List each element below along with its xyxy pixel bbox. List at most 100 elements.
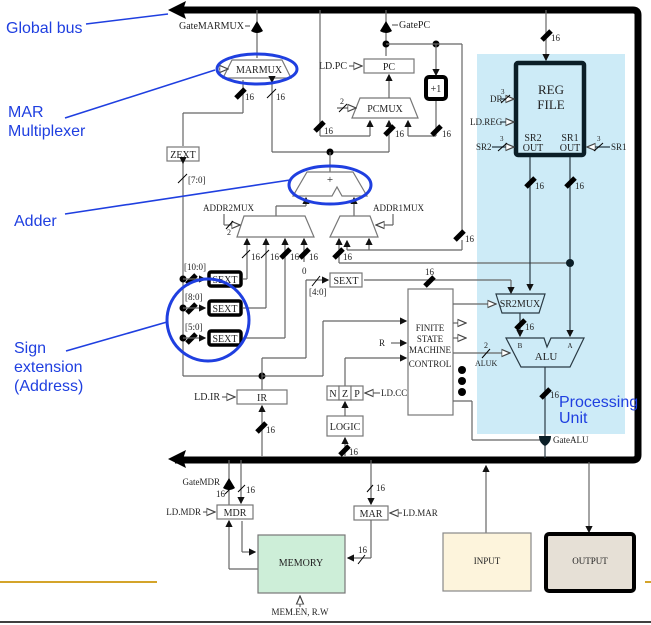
- sign-extension-annotation: (Address): [14, 378, 83, 395]
- output-device: OUTPUT: [544, 532, 636, 593]
- sext-8-0: SEXT [8:0]: [179, 292, 266, 317]
- width-label: 16: [465, 234, 475, 244]
- p-flag: P: [354, 389, 360, 400]
- gate-marmux-label: GateMARMUX: [179, 21, 245, 32]
- width-label: 16: [551, 33, 561, 43]
- fsm-label: MACHINE: [409, 345, 452, 355]
- ld-mar-label: LD.MAR: [403, 508, 438, 518]
- width-label: 16: [270, 252, 280, 262]
- aluk-label: ALUK: [475, 359, 497, 368]
- alu-input-a-label: A: [567, 342, 572, 350]
- ir-label: IR: [257, 393, 267, 404]
- width-label: 2: [484, 341, 488, 350]
- gate-pc-label: GatePC: [399, 20, 430, 31]
- width-label: 2: [227, 228, 231, 237]
- sign-extension-annotation: extension: [14, 359, 83, 376]
- width-label: 3: [500, 135, 504, 143]
- bits-label: [10:0]: [184, 262, 206, 272]
- global-bus-annotation: Global bus: [6, 20, 83, 37]
- bits-label: [8:0]: [185, 292, 203, 302]
- width-label: 16: [246, 485, 256, 495]
- width-label: 16: [343, 252, 353, 262]
- gate-alu: GateALU: [539, 435, 589, 446]
- ld-pc-label: LD.PC: [319, 61, 347, 72]
- sr1-out-label: OUT: [560, 143, 581, 154]
- gate-marmux: GateMARMUX: [179, 10, 263, 58]
- memory-block: MEMORY: [257, 534, 346, 594]
- logic-label: LOGIC: [330, 422, 361, 433]
- width-label: 16: [550, 390, 560, 400]
- sext-label: SEXT: [213, 275, 238, 286]
- width-label: 3: [501, 88, 505, 96]
- sext-5-0: SEXT [5:0]: [179, 322, 285, 347]
- width-label: 16: [349, 447, 359, 457]
- width-label: 16: [251, 252, 261, 262]
- addr1mux-label: ADDR1MUX: [373, 203, 425, 213]
- pc-label: PC: [383, 62, 396, 73]
- marmux: MARMUX: [219, 59, 292, 79]
- adder: +: [291, 171, 369, 197]
- addr2mux: ADDR2MUX 2: [203, 203, 315, 238]
- annotation-mar-mux: MAR Multiplexer: [8, 52, 299, 140]
- width-label: 16: [442, 129, 452, 139]
- mdr-label: MDR: [224, 508, 247, 519]
- register-file: REG FILE SR2 OUT SR1 OUT: [513, 60, 587, 158]
- width-label: 2: [340, 97, 344, 106]
- increment-label: +1: [431, 84, 442, 95]
- processing-unit-annotation: Processing: [559, 394, 638, 411]
- dr-label: DR: [490, 94, 503, 104]
- adder-annotation: Adder: [14, 213, 57, 230]
- sr1-out-label: SR1: [561, 133, 578, 144]
- input-label: INPUT: [474, 556, 501, 566]
- ld-reg-label: LD.REG: [470, 117, 503, 127]
- sr2-label: SR2: [476, 142, 492, 152]
- mdr-register: [216, 504, 254, 520]
- increment-block: [424, 75, 448, 101]
- bus-arrowhead-top: [168, 1, 186, 19]
- fsm-label: STATE: [417, 334, 444, 344]
- annotation-adder: Adder: [14, 164, 373, 230]
- fsm-label: FINITE: [416, 323, 445, 333]
- memory-label: MEMORY: [279, 558, 323, 569]
- output-label: OUTPUT: [572, 556, 608, 566]
- mar-mux-annotation: Multiplexer: [8, 123, 86, 140]
- sr2mux-label: SR2MUX: [500, 299, 541, 310]
- alu: ALU B A: [505, 337, 585, 368]
- alu-label: ALU: [535, 351, 558, 363]
- width-label: 16: [525, 322, 535, 332]
- width-label: 16: [216, 489, 226, 499]
- mem-en-rw-label: MEM.EN, R.W: [272, 607, 330, 617]
- width-label: 16: [575, 181, 585, 191]
- ld-ir-label: LD.IR: [194, 392, 220, 403]
- bits-label: [7:0]: [188, 175, 206, 185]
- sign-extension-annotation: Sign: [14, 340, 46, 357]
- n-flag: N: [329, 389, 336, 400]
- width-label: 16: [358, 545, 368, 555]
- bus-arrowhead-bottom: [168, 450, 186, 468]
- width-label: 16: [245, 92, 255, 102]
- width-label: 3: [597, 135, 601, 143]
- ld-cc-label: LD.CC: [381, 388, 407, 398]
- ld-mdr-label: LD.MDR: [166, 507, 201, 517]
- width-label: 16: [425, 267, 435, 277]
- annotation-global-bus: Global bus: [6, 13, 169, 37]
- input-device: INPUT: [442, 532, 532, 592]
- pcmux: PCMUX: [351, 97, 419, 119]
- z-flag: Z: [342, 389, 348, 400]
- width-label: 16: [324, 126, 334, 136]
- pc-register: [363, 58, 415, 74]
- addr1mux: ADDR1MUX: [329, 203, 425, 238]
- width-label: 16: [276, 92, 286, 102]
- condition-codes: N Z P: [326, 385, 364, 401]
- sr2mux: SR2MUX: [495, 293, 546, 314]
- width-label: 16: [290, 252, 300, 262]
- sext-label: SEXT: [213, 304, 238, 315]
- sext-4-0: SEXT [4:0] 16: [305, 267, 515, 358]
- annotation-sign-extension: Sign extension (Address): [14, 277, 251, 395]
- mar-label: MAR: [360, 509, 383, 520]
- width-label: 16: [535, 181, 545, 191]
- processing-unit-annotation: Unit: [559, 410, 588, 427]
- pcmux-label: PCMUX: [367, 104, 403, 115]
- sext-label: SEXT: [334, 276, 359, 287]
